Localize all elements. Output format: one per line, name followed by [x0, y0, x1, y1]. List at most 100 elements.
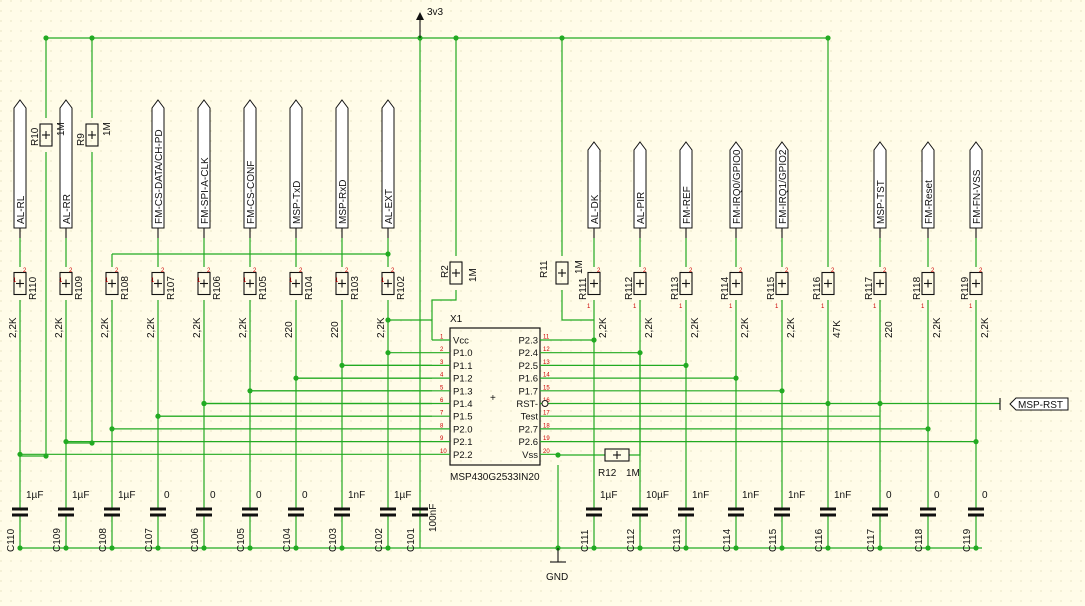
junction-dot [637, 350, 643, 356]
resistor-ref: R117 [864, 276, 875, 300]
chip-pin-number: 7 [440, 411, 444, 417]
resistor-value: 2,2K [980, 317, 991, 338]
junction-dot [201, 400, 207, 407]
chip-pin-number: 6 [440, 398, 444, 404]
resistor-ref: R107 [166, 276, 177, 300]
resistor-value: 2,2K [238, 317, 249, 338]
net-label: MSP-TST [876, 180, 887, 224]
chip-pin-label: P2.2 [453, 450, 473, 461]
wire [561, 290, 594, 321]
pin-two: 2 [979, 268, 983, 274]
junction-dot [825, 545, 831, 551]
junction-dot [825, 35, 831, 41]
junction-dot [779, 388, 785, 394]
pin-one: 1 [243, 278, 247, 284]
net-label: AL-RL [16, 195, 27, 224]
chip-pin-number: 11 [543, 335, 550, 341]
net-label: FM-SPI-A-CLK [200, 157, 211, 224]
capacitor-ref: C119 [962, 528, 973, 552]
capacitor-value: 0 [164, 490, 170, 501]
pin-one: 1 [969, 304, 973, 310]
junction-dot [733, 375, 739, 381]
chip-pin-label: Vcc [453, 336, 469, 347]
wire [431, 290, 457, 320]
resistor-ref: R114 [720, 276, 731, 300]
junction-dot [733, 545, 739, 551]
chip-pin-number: 12 [543, 347, 550, 353]
resistor-r116 [821, 271, 835, 296]
rst-port-label: MSP-RST [1018, 400, 1063, 411]
pin-one: 1 [381, 278, 385, 284]
junction-dot [201, 545, 207, 551]
chip-pin-label: Test [521, 412, 539, 423]
net-label: AL-EXT [384, 189, 395, 224]
pin-one: 1 [921, 304, 925, 310]
net-label: FM-IRQ0/GPIO0 [732, 149, 743, 224]
chip-pin-label: P1.4 [453, 399, 473, 410]
junction-dot [555, 452, 561, 458]
pin-one: 1 [821, 304, 825, 310]
resistor-r103 [335, 271, 349, 296]
pin-one: 1 [587, 304, 591, 310]
resistor-value: 2,2K [740, 317, 751, 338]
pin-one: 1 [105, 278, 109, 284]
resistor-ref: R108 [120, 276, 131, 300]
resistor-ref: R112 [624, 276, 635, 300]
resistor-ref: R113 [670, 276, 681, 300]
pullup-ref: R12 [598, 468, 617, 479]
chip-pin-label: Vss [522, 450, 538, 461]
pin-one: 1 [633, 304, 637, 310]
capacitor-ref: C107 [144, 528, 155, 552]
chip-pin-number: 3 [440, 360, 444, 366]
chip-pin-number: 8 [440, 423, 444, 429]
junction-dot [779, 545, 785, 551]
capacitor-ref: C115 [768, 528, 779, 552]
resistor-r113 [679, 271, 693, 296]
net-label: AL-RR [62, 194, 73, 224]
ground-label: GND [546, 572, 568, 583]
pin-two: 2 [883, 268, 887, 274]
resistor-r107 [151, 271, 165, 296]
junction-dot [63, 545, 69, 551]
net-label: FM-CS-DATA/CH-PD [154, 129, 165, 224]
capacitor-value: 1µF [394, 490, 411, 501]
pin-two: 2 [345, 268, 349, 274]
resistor-value: 2,2K [146, 317, 157, 338]
resistor-ref: R111 [578, 277, 589, 300]
rst-port: MSP-RST [999, 397, 1069, 411]
net-label: FM-CS-CONF [246, 161, 257, 224]
pullup-value: 1M [56, 122, 67, 136]
resistor-value: 2,2K [690, 317, 701, 338]
resistor-r10 [39, 123, 53, 147]
junction-dot [637, 545, 643, 551]
capacitor-ref: C105 [236, 528, 247, 552]
resistor-value: 2,2K [192, 317, 203, 338]
pullup-ref: R9 [76, 133, 87, 146]
pullup-value: 1M [574, 260, 585, 274]
junction-dot [683, 362, 689, 368]
capacitor-ref: C111 [580, 529, 591, 552]
resistor-ref: R119 [960, 276, 971, 300]
resistor-value: 2,2K [786, 317, 797, 338]
junction-dot [973, 545, 979, 551]
resistor-value: 2,2K [932, 317, 943, 338]
pullup-value: 1M [626, 468, 640, 479]
capacitor-value: 0 [256, 490, 262, 501]
resistor-r119 [969, 271, 983, 296]
capacitor-ref: C108 [98, 528, 109, 552]
ground-symbol: GND [546, 548, 568, 583]
microcontroller: X1 MSP430G2533IN20 + [432, 314, 558, 483]
capacitor-ref: C112 [626, 528, 637, 552]
resistor-r115 [775, 271, 789, 296]
pullup-value: 1M [102, 122, 113, 136]
pin-one: 1 [729, 304, 733, 310]
resistor-value: 220 [284, 321, 295, 338]
capacitor-value: 0 [210, 490, 216, 501]
pin-two: 2 [161, 268, 165, 274]
resistor-ref: R104 [304, 276, 315, 300]
parts-layer [12, 99, 984, 517]
junction-dot [591, 545, 597, 551]
junction-dot [973, 439, 979, 445]
net-label: FM-IRQ1/GPIO2 [778, 149, 789, 224]
